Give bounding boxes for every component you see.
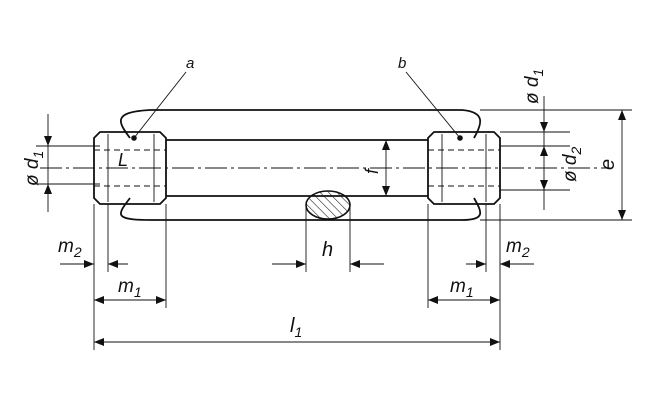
dimension-d1-left bbox=[36, 114, 100, 212]
label-b: b bbox=[398, 55, 406, 72]
label-f: f bbox=[362, 167, 382, 174]
dimension-m1-left bbox=[94, 296, 166, 304]
turnbuckle-body bbox=[93, 109, 501, 221]
leaders bbox=[131, 71, 463, 141]
label-e: e bbox=[597, 159, 619, 170]
dimension-d1-right bbox=[480, 96, 570, 150]
label-thread-mark: L bbox=[118, 150, 128, 170]
label-d1-right: ø d1 bbox=[522, 69, 546, 104]
label-m2-left: m2 bbox=[58, 236, 82, 260]
dimension-d2 bbox=[500, 145, 570, 210]
label-a: a bbox=[186, 55, 194, 72]
label-h: h bbox=[322, 239, 333, 261]
dimension-m1-right bbox=[428, 296, 500, 304]
label-l1: l1 bbox=[290, 315, 302, 340]
dimension-f bbox=[382, 140, 390, 196]
dimension-m2-right bbox=[466, 260, 534, 268]
label-d1-left: ø d1 bbox=[22, 151, 46, 186]
label-m2-right: m2 bbox=[506, 236, 530, 260]
frame-section bbox=[305, 190, 351, 220]
label-m1-right: m1 bbox=[450, 276, 474, 300]
label-d2: ø d2 bbox=[560, 147, 584, 182]
dimension-h bbox=[272, 205, 384, 272]
label-m1-left: m1 bbox=[118, 276, 142, 300]
dimension-l1 bbox=[94, 338, 500, 346]
extension-lines bbox=[93, 204, 501, 350]
dimension-e bbox=[480, 109, 632, 221]
dimension-m2-left bbox=[60, 260, 128, 268]
